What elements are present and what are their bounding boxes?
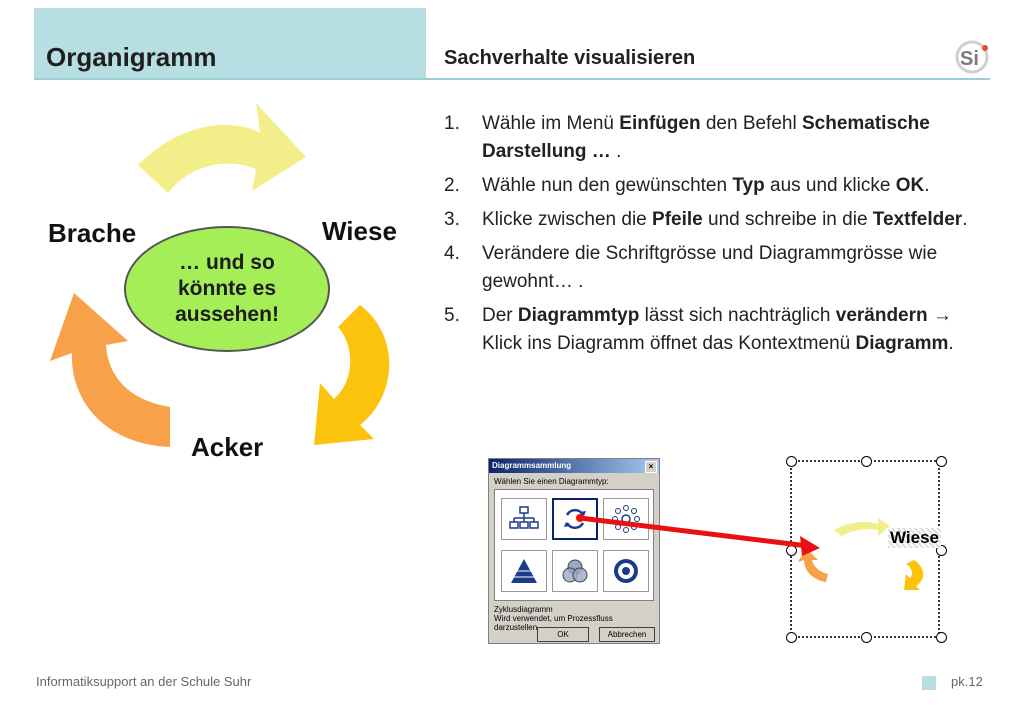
instruction-step: 2. Wähle nun den gewünschten Typ aus und … [444,172,989,200]
dialog-titlebar: Diagrammsammlung × [489,459,659,473]
footer-organization: Informatiksupport an der Schule Suhr [36,674,252,689]
cycle-arrow-left [50,293,170,447]
instruction-step: 5. Der Diagrammtyp lässt sich nachträglic… [444,302,989,358]
step-text: Der Diagrammtyp lässt sich nachträglich … [482,305,954,354]
step-text: Wähle nun den gewünschten Typ aus und kl… [482,175,930,196]
resize-handle-t[interactable] [861,456,872,467]
diagram-type-venn[interactable] [552,550,598,592]
close-icon[interactable]: × [645,461,657,473]
bubble-line-3: aussehen! [175,303,279,327]
resize-handle-tl[interactable] [786,456,797,467]
instruction-list: 1. Wähle im Menü Einfügen den Befehl Sche… [444,110,989,364]
dialog-description: Zyklusdiagramm Wird verwendet, um Prozes… [494,605,644,632]
instruction-step: 1. Wähle im Menü Einfügen den Befehl Sche… [444,110,989,166]
cycle-arrow-right [314,305,390,445]
diagram-preview: Wiese [786,456,947,643]
pyramid-icon [511,559,537,583]
venn-icon [562,559,588,583]
cycle-label-acker: Acker [191,432,264,462]
step-number: 4. [444,243,460,264]
logo-text: Si [960,48,979,70]
slide-title: Organigramm [46,42,217,72]
step-number: 1. [444,113,460,134]
diagram-type-radial[interactable] [603,498,649,540]
title-box: Organigramm [34,8,426,78]
cycle-label-brache: Brache [48,218,137,248]
cancel-button[interactable]: Abbrechen [599,627,655,642]
cycle-icon [564,508,586,530]
resize-handle-tr[interactable] [936,456,947,467]
target-icon [614,559,638,583]
step-text: Verändere die Schriftgrösse und Diagramm… [482,243,938,292]
diagram-type-cycle[interactable] [552,498,598,540]
resize-handle-r[interactable] [936,545,947,556]
preview-cycle-shapes [798,518,924,590]
ok-button[interactable]: OK [537,627,589,642]
resize-handle-b[interactable] [861,632,872,643]
instruction-step: 3. Klicke zwischen die Pfeile und schreib… [444,206,989,234]
preview-label-wiese[interactable]: Wiese [888,528,941,548]
dialog-title: Diagrammsammlung [492,461,572,470]
desc-title: Zyklusdiagramm [494,605,553,614]
diagram-type-target[interactable] [603,550,649,592]
step-text: Klicke zwischen die Pfeile und schreibe … [482,209,968,230]
diagram-type-grid [494,489,654,601]
org-chart-icon [509,506,539,529]
center-bubble: … und so könnte es aussehen! [124,226,330,352]
header-rule [34,78,990,80]
cycle-diagram [50,103,390,447]
dialog-prompt: Wählen Sie einen Diagrammtyp: [494,477,609,486]
cycle-arrow-top [138,103,306,193]
bubble-line-2: könnte es [177,276,277,300]
instruction-step: 4. Verändere die Schriftgrösse und Diagra… [444,240,989,296]
resize-handle-br[interactable] [936,632,947,643]
diagram-gallery-dialog: Diagrammsammlung × Wählen Sie einen Diag… [488,458,660,644]
page-number: pk.12 [951,674,983,689]
diagram-type-org[interactable] [501,498,547,540]
step-number: 3. [444,209,460,230]
step-number: 5. [444,305,460,326]
desc-text: Wird verwendet, um Prozessfluss darzuste… [494,614,613,632]
cycle-label-wiese: Wiese [322,216,397,246]
radial-icon [612,505,640,533]
diagram-type-pyramid[interactable] [501,550,547,592]
step-number: 2. [444,175,460,196]
footer-square [922,676,936,690]
bubble-line-1: … und so [179,250,275,274]
slide-subtitle: Sachverhalte visualisieren [444,47,696,69]
resize-handle-bl[interactable] [786,632,797,643]
school-logo-icon: Si [955,40,989,74]
step-text: Wähle im Menü Einfügen den Befehl Schema… [482,113,930,162]
